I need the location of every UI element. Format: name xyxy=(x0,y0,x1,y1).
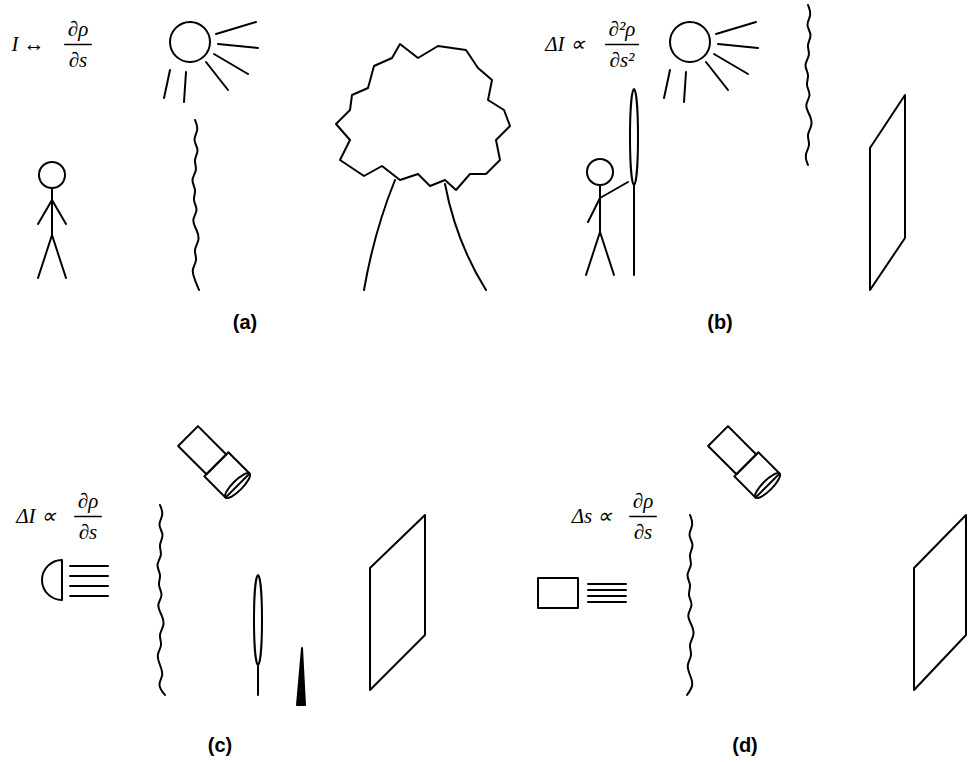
fraction-bars xyxy=(65,45,656,517)
denominator: ∂s xyxy=(634,522,653,543)
equation-lhs: I ↔ xyxy=(11,34,44,55)
stick-figure xyxy=(38,162,66,278)
wavy-medium xyxy=(805,5,811,165)
numerator: ∂²ρ xyxy=(609,19,636,40)
denominator: ∂s xyxy=(79,522,98,543)
equation-lhs: Δs ∝ xyxy=(572,506,613,527)
fraction-bar xyxy=(65,44,91,46)
fraction-bar xyxy=(75,516,101,518)
equation-lhs: ΔI ∝ xyxy=(545,34,585,55)
stick-figure xyxy=(586,159,628,275)
numerator: ∂ρ xyxy=(78,491,98,512)
sun xyxy=(164,22,258,102)
light-source xyxy=(538,578,626,608)
numerator: ∂ρ xyxy=(633,491,653,512)
lamp xyxy=(42,560,108,600)
knife-edge xyxy=(297,648,305,705)
screen xyxy=(914,515,966,690)
numerator: ∂ρ xyxy=(68,19,88,40)
screen xyxy=(370,515,425,690)
panel-label: (d) xyxy=(732,735,758,755)
camera xyxy=(176,424,253,501)
denominator: ∂s² xyxy=(610,50,635,71)
tree xyxy=(336,44,510,290)
wavy-medium xyxy=(687,515,694,695)
panel-label: (c) xyxy=(208,735,232,755)
fraction-bar xyxy=(630,516,656,518)
wavy-media xyxy=(157,5,811,695)
wavy-medium xyxy=(157,505,165,695)
camera xyxy=(706,424,783,501)
panel-label: (a) xyxy=(233,312,257,332)
lens xyxy=(254,575,262,695)
screen xyxy=(870,95,905,290)
lens xyxy=(630,89,638,275)
sun xyxy=(664,22,758,102)
fraction-bar xyxy=(606,44,639,46)
denominator: ∂s xyxy=(69,50,88,71)
wavy-medium xyxy=(192,120,199,290)
equation-lhs: ΔI ∝ xyxy=(16,506,56,527)
panel-label: (b) xyxy=(707,312,733,332)
